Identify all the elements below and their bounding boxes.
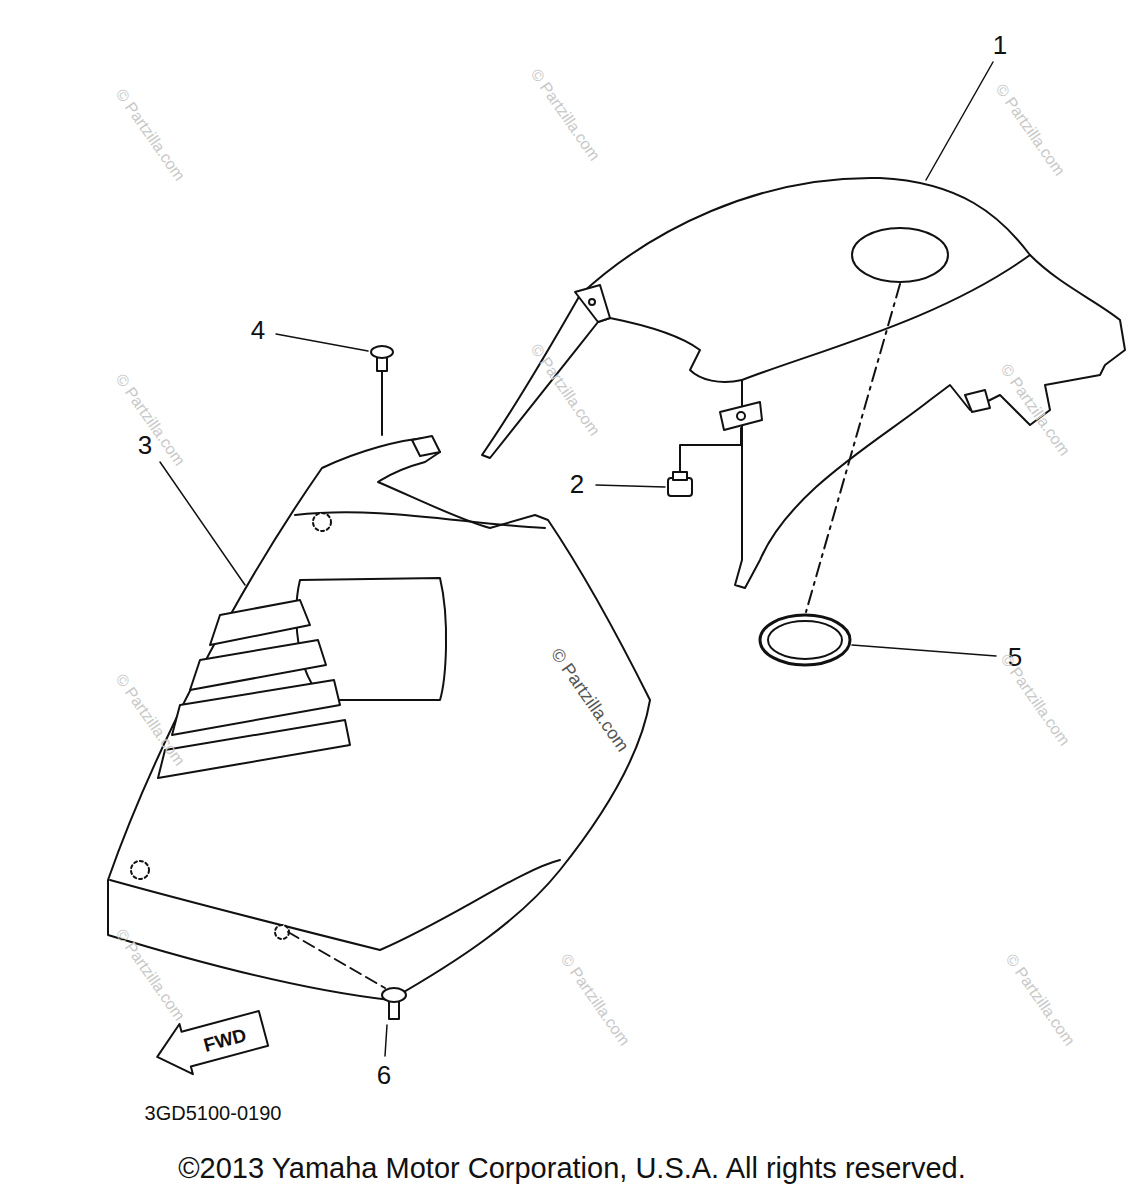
callout-number: 2 <box>570 471 584 497</box>
callout-number: 3 <box>138 432 152 458</box>
watermark: © Partzilla.com <box>1003 951 1078 1048</box>
cover-hole <box>131 861 149 879</box>
ring <box>760 615 850 665</box>
leader-line <box>596 485 665 487</box>
cover-edge <box>110 860 560 950</box>
cover-tab <box>720 402 762 430</box>
callout-number: 1 <box>993 32 1007 58</box>
leader-line <box>852 645 996 656</box>
diagram-code: 3GD5100-0190 <box>145 1103 282 1123</box>
fit-line <box>381 370 383 435</box>
fit-line <box>806 284 900 612</box>
leader-line <box>926 62 993 180</box>
bolt-head <box>371 346 393 358</box>
bolt-head <box>382 988 406 1002</box>
watermark: © Partzilla.com <box>993 81 1068 178</box>
fit-line <box>680 428 741 472</box>
cap-hole <box>852 228 948 282</box>
leader-line <box>160 462 245 585</box>
callout-number: 4 <box>251 317 265 343</box>
ring-inner <box>768 621 842 659</box>
cover-hole <box>313 513 331 531</box>
tab-hole <box>737 412 745 420</box>
front-cover <box>108 438 650 1000</box>
leader-line <box>385 1025 387 1056</box>
watermark: © Partzilla.com <box>528 66 603 163</box>
rear-cover <box>482 178 1125 588</box>
tab-hole <box>589 299 595 305</box>
grille-slat <box>210 600 310 645</box>
watermark: © Partzilla.com <box>558 951 633 1048</box>
copyright-caption: ©2013 Yamaha Motor Corporation, U.S.A. A… <box>178 1154 966 1183</box>
watermark: © Partzilla.com <box>998 651 1073 748</box>
callout-number: 6 <box>377 1062 391 1088</box>
leader-line <box>276 334 368 351</box>
watermark: © Partzilla.com <box>113 86 188 183</box>
grille-slat <box>158 720 350 778</box>
cover-tab <box>965 390 990 412</box>
cover-band <box>295 512 545 528</box>
cover-tab <box>575 285 610 322</box>
cover-tab <box>412 436 440 456</box>
grille-slat <box>190 640 326 690</box>
fit-line <box>288 932 385 988</box>
cover-hole <box>275 925 289 939</box>
grommet-top <box>673 472 687 480</box>
